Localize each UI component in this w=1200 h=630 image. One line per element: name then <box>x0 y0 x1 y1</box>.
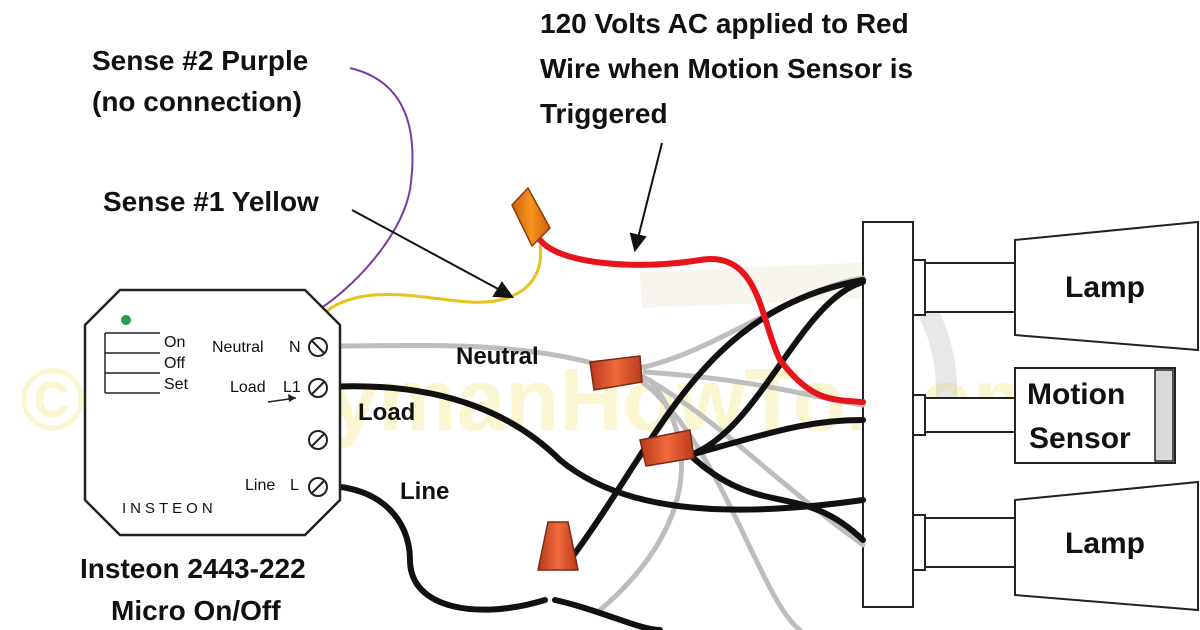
fixture-housing <box>862 220 1199 612</box>
terminal-screw-load-icon <box>308 378 328 398</box>
terminal-screw-line-icon <box>308 477 328 497</box>
module-brand: INSTEON <box>122 500 217 517</box>
line-wire-label: Line <box>400 478 449 505</box>
sense2-label-line2: (no connection) <box>92 86 302 117</box>
wire-nut-orange <box>511 186 551 248</box>
terminal-load-label: Load <box>230 379 266 396</box>
red-note-line3: Triggered <box>540 98 668 129</box>
wire-nut-center <box>639 429 695 467</box>
lamp-top-label: Lamp <box>1065 271 1145 304</box>
sensor-label-line2: Sensor <box>1029 422 1131 455</box>
status-led-icon <box>121 315 131 325</box>
device-caption-line1: Insteon 2443-222 <box>80 553 306 584</box>
terminal-screw-blank-icon <box>308 430 328 450</box>
yellow-sense-wire <box>320 244 543 317</box>
button-set-label: Set <box>164 376 189 393</box>
annotation-arrows <box>351 142 663 299</box>
neutral-wires <box>327 275 866 630</box>
wire-nut-neutral <box>589 355 643 391</box>
terminal-line-code: L <box>290 477 299 494</box>
terminal-neutral-label: Neutral <box>212 339 264 356</box>
button-on-label: On <box>164 334 185 351</box>
sensor-label-line1: Motion <box>1027 378 1125 411</box>
wire-nut-bottom <box>537 521 579 571</box>
load-wire-label: Load <box>358 399 415 426</box>
hot-wires <box>322 277 866 630</box>
red-note-line1: 120 Volts AC applied to Red <box>540 8 909 39</box>
button-off-label: Off <box>164 355 186 372</box>
terminal-neutral-code: N <box>289 339 301 356</box>
terminal-load-code: L1 <box>283 379 301 396</box>
terminal-screw-neutral-icon <box>308 337 328 357</box>
purple-sense-wire <box>317 67 414 311</box>
red-wire <box>537 237 866 405</box>
neutral-wire-label: Neutral <box>456 343 539 370</box>
sense1-label: Sense #1 Yellow <box>103 186 319 217</box>
sense2-label-line1: Sense #2 Purple <box>92 45 308 76</box>
red-note-line2: Wire when Motion Sensor is <box>540 53 913 84</box>
terminal-line-label: Line <box>245 477 275 494</box>
device-caption-line2: Micro On/Off <box>111 595 281 626</box>
insteon-module <box>83 288 342 537</box>
lamp-bottom-label: Lamp <box>1065 527 1145 560</box>
